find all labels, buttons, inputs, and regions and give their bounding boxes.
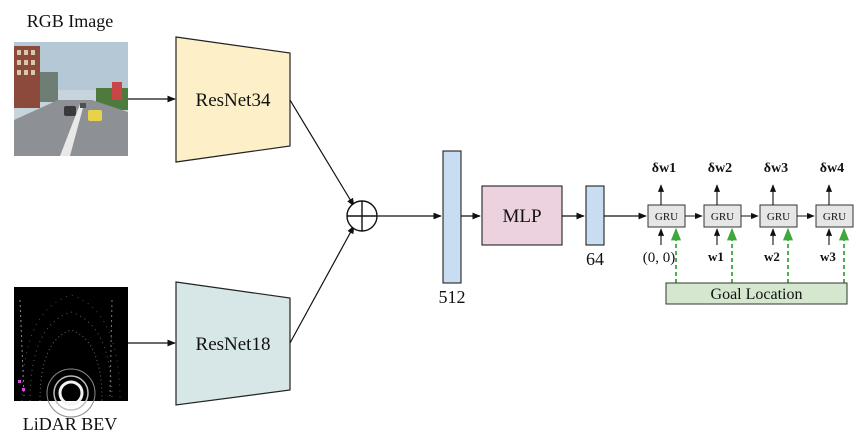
gru-input-3: w2 xyxy=(764,249,780,264)
fusion-plus-icon xyxy=(346,200,378,232)
resnet18-block xyxy=(175,281,291,406)
gru-cell-4-label: GRU xyxy=(823,211,846,223)
rgb-image-label: RGB Image xyxy=(27,11,113,31)
gru-cell-4 xyxy=(815,204,854,228)
rgb-image xyxy=(14,42,128,156)
resnet34-label: ResNet34 xyxy=(196,90,271,111)
lidar-bev-image xyxy=(14,287,128,418)
feature-512-label: 512 xyxy=(439,287,466,307)
resnet18-label: ResNet18 xyxy=(196,334,271,355)
resnet18-to-fusion-arrow xyxy=(289,225,355,344)
gru-output-3: δw3 xyxy=(764,161,788,176)
gru-input-1: (0, 0) xyxy=(643,250,676,266)
gru-cell-2-label: GRU xyxy=(711,211,734,223)
resnet34-block xyxy=(175,36,291,163)
gru-input-4: w3 xyxy=(820,249,836,264)
gru-output-1: δw1 xyxy=(652,161,676,176)
feature-64-label: 64 xyxy=(586,249,604,269)
feature-64-bar xyxy=(585,185,605,246)
gru-output-2: δw2 xyxy=(708,161,732,176)
feature-512-bar xyxy=(442,150,462,284)
gru-chain: GRU GRU GRU GRU δw1 δw2 δw3 δw4 (0, 0) w… xyxy=(643,161,854,283)
gru-cell-3-label: GRU xyxy=(767,211,790,223)
goal-location-label: Goal Location xyxy=(711,286,803,303)
gru-output-4: δw4 xyxy=(820,161,844,176)
goal-location-box xyxy=(665,282,848,305)
mlp-label: MLP xyxy=(502,206,541,227)
gru-cell-1-label: GRU xyxy=(655,211,678,223)
lidar-bev-label: LiDAR BEV xyxy=(23,414,118,434)
gru-input-2: w1 xyxy=(708,249,724,264)
resnet34-to-fusion-arrow xyxy=(289,99,355,207)
mlp-block xyxy=(481,185,563,246)
